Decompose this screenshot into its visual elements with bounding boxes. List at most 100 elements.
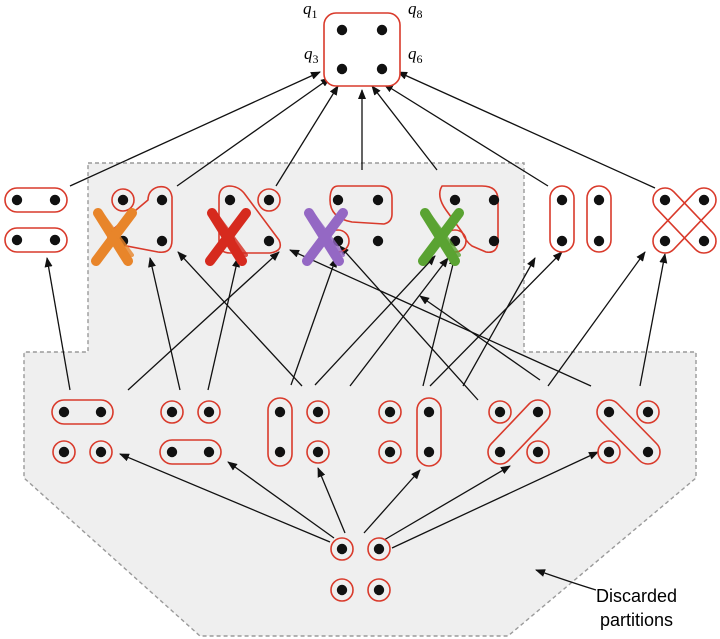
pair-outline [652, 187, 717, 254]
qubit-dot [532, 406, 544, 418]
qubit-label-q3: q3 [304, 44, 319, 66]
qubit-dot [593, 194, 605, 206]
singleton-outline [160, 400, 184, 424]
lattice-arrow [275, 85, 339, 187]
qubit-dot [58, 446, 70, 458]
qubit-dot [95, 446, 107, 458]
singleton-outline [367, 578, 391, 602]
lattice-arrow [429, 251, 563, 387]
cross-stroke [302, 208, 348, 266]
pair-outline [487, 399, 551, 465]
pair-outline [549, 185, 575, 253]
qubit-dot [642, 406, 654, 418]
qubit-dot [373, 543, 385, 555]
qubit-dot [603, 446, 615, 458]
lattice-arrow [148, 257, 181, 391]
lattice-arrow [383, 465, 511, 541]
qubit-dot [11, 234, 23, 246]
discarded-partitions-region [23, 162, 697, 637]
cross-stroke [418, 208, 464, 266]
qubit-dot [224, 194, 236, 206]
triple-outline [218, 185, 282, 254]
singleton-outline [526, 440, 550, 464]
singleton-outline [378, 400, 402, 424]
pair-outline [652, 187, 717, 254]
singleton-outline [89, 440, 113, 464]
lattice-arrow [177, 251, 303, 387]
lattice-arrow [227, 461, 335, 539]
qubit-dot [312, 406, 324, 418]
qubit-dot [49, 194, 61, 206]
singleton-outline [52, 440, 76, 464]
partition-all-singletons [330, 537, 391, 602]
qubit-dot [263, 194, 275, 206]
partition-one-pair-antidiagonal [596, 399, 661, 465]
qubit-dot [117, 194, 129, 206]
cross-stroke [216, 215, 248, 257]
lattice-arrow [383, 83, 549, 187]
lattice-arrow [349, 257, 449, 387]
qubit-dot [384, 446, 396, 458]
root-partition [323, 12, 401, 87]
pair-outline [4, 227, 68, 253]
qubit-dot [556, 235, 568, 247]
lattice-arrow [119, 453, 331, 543]
qubit-dot [203, 446, 215, 458]
pair-outline [4, 187, 68, 213]
partition-one-pair-diagonal [487, 399, 551, 465]
qubit-dot [698, 194, 710, 206]
qubit-dot [156, 194, 168, 206]
lattice-arrow [462, 257, 536, 387]
singleton-outline [636, 400, 660, 424]
discard-cross-orange [91, 208, 137, 266]
qubit-dot [263, 235, 275, 247]
qubit-dot [603, 406, 615, 418]
qubit-dot [274, 446, 286, 458]
lattice-arrow [314, 255, 436, 386]
qubit-label-q1: q1 [303, 0, 318, 21]
qubit-dot [593, 235, 605, 247]
partition-pairs-vertical [549, 185, 612, 253]
cross-stroke [91, 208, 137, 266]
discarded-partitions-label-line1: Discarded [596, 586, 677, 606]
qubit-dot [95, 406, 107, 418]
qubit-dot [384, 406, 396, 418]
singleton-outline [197, 400, 221, 424]
discard-cross-green [418, 208, 464, 266]
discard-cross-purple [302, 208, 348, 266]
qubit-dot [376, 24, 388, 36]
singleton-outline [330, 537, 354, 561]
qubit-dot [336, 584, 348, 596]
singleton-outline [597, 440, 621, 464]
lattice-arrow [317, 467, 346, 534]
cross-stroke [313, 215, 345, 257]
qubit-dot [532, 446, 544, 458]
qubit-dot [58, 406, 70, 418]
qubit-dot [372, 194, 384, 206]
qubit-dot [156, 235, 168, 247]
lattice-arrow [639, 253, 668, 387]
singleton-outline [111, 188, 135, 212]
qubit-dot [372, 235, 384, 247]
partition-pairs-diagonal [652, 187, 717, 254]
partition-one-pair-bottom [159, 400, 222, 465]
qubit-dot [373, 584, 385, 596]
partition-triple-4 [438, 185, 500, 254]
pair-outline [159, 439, 222, 465]
cross-stroke [429, 215, 461, 257]
lattice-arrow [127, 251, 280, 391]
qubit-dot [376, 63, 388, 75]
lattice-arrow [371, 85, 438, 171]
callout-arrow [535, 569, 597, 591]
qubit-dot [312, 446, 324, 458]
cross-stroke [205, 208, 251, 266]
qubit-dot [488, 235, 500, 247]
triple-outline [329, 185, 393, 225]
qubit-dot [336, 24, 348, 36]
singleton-outline [330, 578, 354, 602]
qubit-dot [494, 406, 506, 418]
qubit-dot [203, 406, 215, 418]
singleton-outline [378, 440, 402, 464]
qubit-label-q6: q6 [408, 44, 423, 66]
lattice-arrow [422, 255, 457, 387]
